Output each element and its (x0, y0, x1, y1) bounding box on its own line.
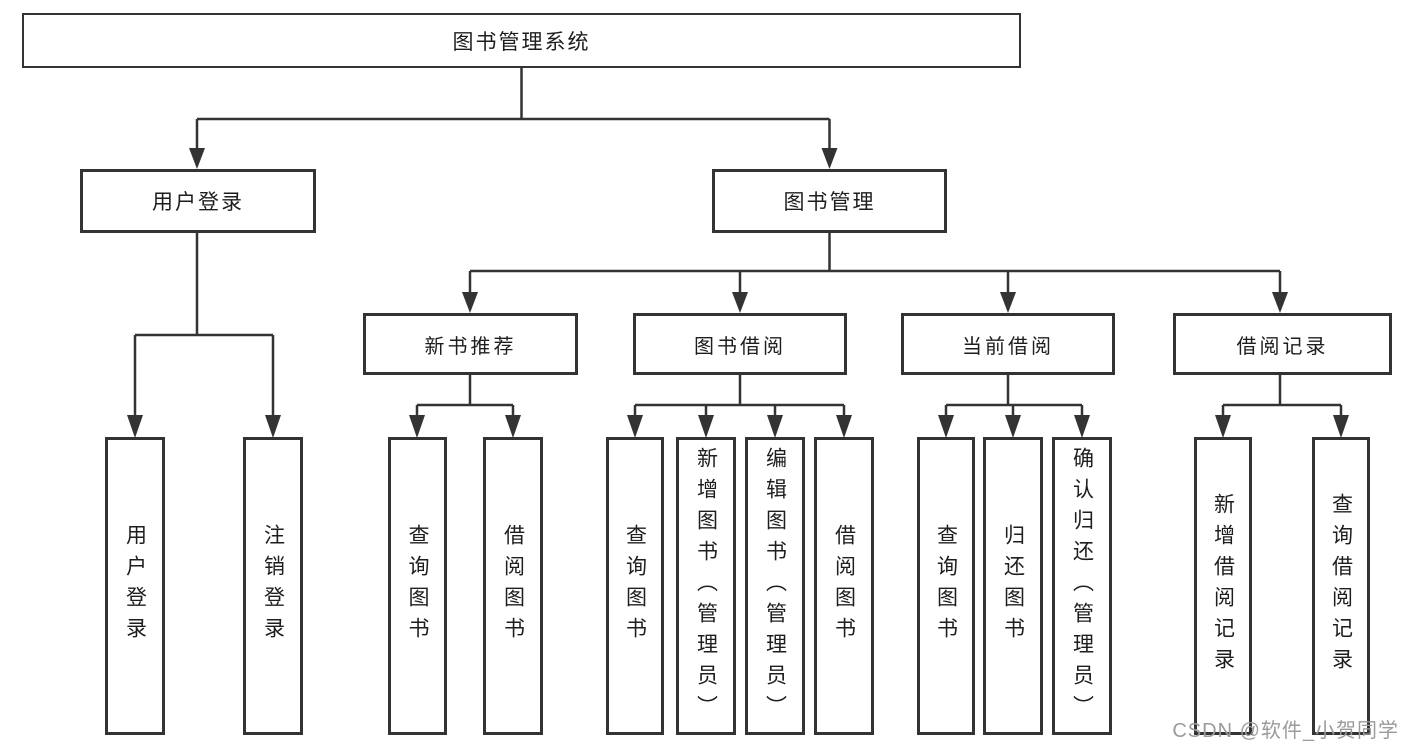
leaf-confirm-return-admin: 确认归还（管理员） (1052, 437, 1112, 735)
leaf-edit-books-admin: 编辑图书（管理员） (745, 437, 805, 735)
node-borrow-records: 借阅记录 (1173, 313, 1392, 375)
connector-user-login-to-leaves (127, 233, 281, 438)
leaf-user-login: 用户登录 (105, 437, 165, 735)
leaf-query-books-recommend: 查询图书 (388, 437, 447, 735)
connector-new-book-recommend-to-leaves (409, 375, 521, 438)
connector-root-to-level2 (189, 68, 838, 169)
leaf-add-books-admin: 新增图书（管理员） (676, 437, 736, 735)
node-book-borrow: 图书借阅 (633, 313, 847, 375)
leaf-add-borrow-record: 新增借阅记录 (1194, 437, 1252, 735)
node-current-borrow: 当前借阅 (901, 313, 1115, 375)
leaf-borrow-books: 借阅图书 (814, 437, 874, 735)
connector-current-borrow-to-leaves (938, 375, 1090, 438)
node-book-management: 图书管理 (712, 169, 947, 233)
leaf-borrow-books-recommend: 借阅图书 (483, 437, 543, 735)
node-library-management-system: 图书管理系统 (22, 13, 1021, 68)
leaf-query-borrow-record: 查询借阅记录 (1312, 437, 1370, 735)
connector-book-borrow-to-leaves (627, 375, 852, 438)
leaf-query-books-current: 查询图书 (917, 437, 975, 735)
node-new-book-recommend: 新书推荐 (363, 313, 578, 375)
connector-book-management-to-level3 (462, 233, 1288, 313)
leaf-return-books: 归还图书 (983, 437, 1043, 735)
leaf-query-books-borrow: 查询图书 (606, 437, 664, 735)
connector-borrow-records-to-leaves (1215, 375, 1349, 438)
watermark: CSDN @软件_小贺同学 (1172, 720, 1399, 742)
leaf-logout-login: 注销登录 (243, 437, 303, 735)
node-user-login: 用户登录 (80, 169, 316, 233)
